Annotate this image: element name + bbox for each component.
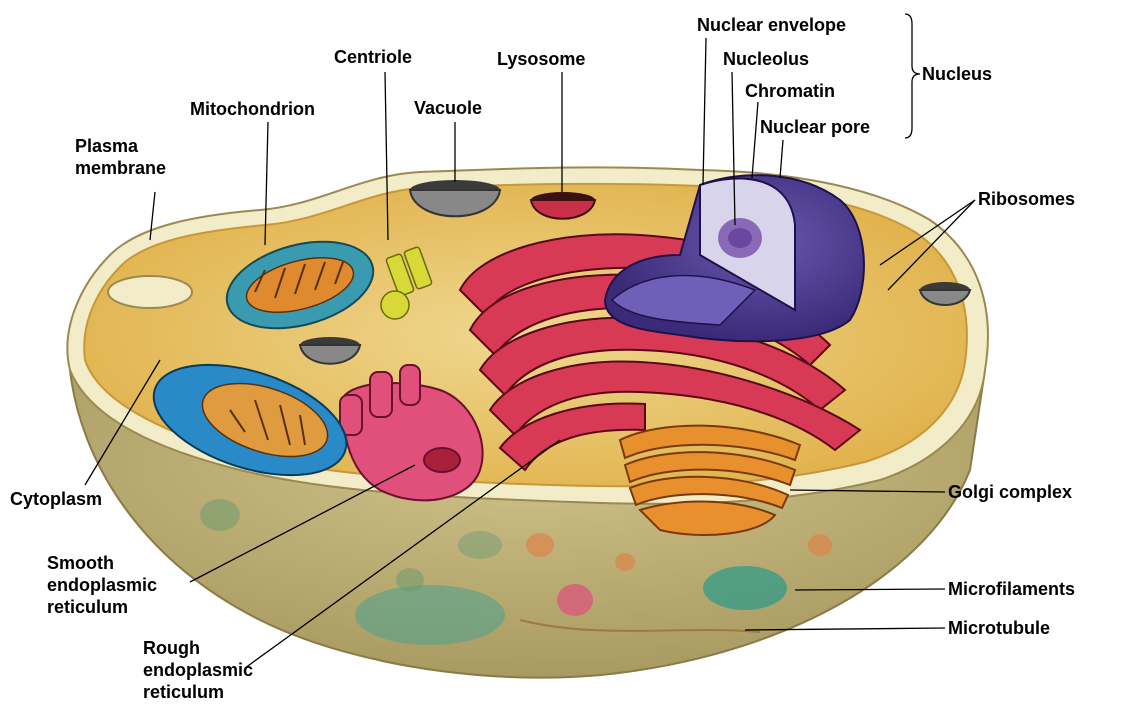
label-mitochondrion: Mitochondrion (190, 98, 315, 120)
leader-nuclear-pore (780, 140, 783, 178)
label-centriole: Centriole (334, 46, 412, 68)
label-line: Plasma (75, 135, 166, 157)
label-line: Smooth (47, 552, 157, 574)
label-golgi-complex: Golgi complex (948, 481, 1072, 503)
body-organelle (557, 584, 593, 616)
label-lysosome: Lysosome (497, 48, 585, 70)
label-microtubule: Microtubule (948, 617, 1050, 639)
label-nuclear-envelope: Nuclear envelope (697, 14, 846, 36)
label-line: endoplasmic (143, 659, 253, 681)
label-nucleus: Nucleus (922, 63, 992, 85)
label-chromatin: Chromatin (745, 80, 835, 102)
membrane-fold (108, 276, 192, 308)
body-organelle (703, 566, 787, 610)
label-line: reticulum (143, 681, 253, 703)
label-nuclear-pore: Nuclear pore (760, 116, 870, 138)
body-organelle (200, 499, 240, 531)
label-nucleolus: Nucleolus (723, 48, 809, 70)
leader-nuclear-envelope (703, 38, 706, 185)
label-smooth-er: Smooth endoplasmic reticulum (47, 552, 157, 618)
body-organelle (458, 531, 502, 559)
label-microfilaments: Microfilaments (948, 578, 1075, 600)
label-line: endoplasmic (47, 574, 157, 596)
label-vacuole: Vacuole (414, 97, 482, 119)
label-rough-er: Rough endoplasmic reticulum (143, 637, 253, 703)
label-line: Rough (143, 637, 253, 659)
label-line: reticulum (47, 596, 157, 618)
leader-chromatin (752, 102, 758, 178)
body-organelle (615, 553, 635, 571)
body-organelle (396, 568, 424, 592)
body-organelle (355, 585, 505, 645)
body-organelle (526, 533, 554, 557)
label-cytoplasm: Cytoplasm (10, 488, 102, 510)
label-plasma-membrane: Plasma membrane (75, 135, 166, 179)
label-ribosomes: Ribosomes (978, 188, 1075, 210)
leader-nucleus-brace (905, 14, 920, 138)
label-line: membrane (75, 157, 166, 179)
body-organelle (808, 534, 832, 556)
